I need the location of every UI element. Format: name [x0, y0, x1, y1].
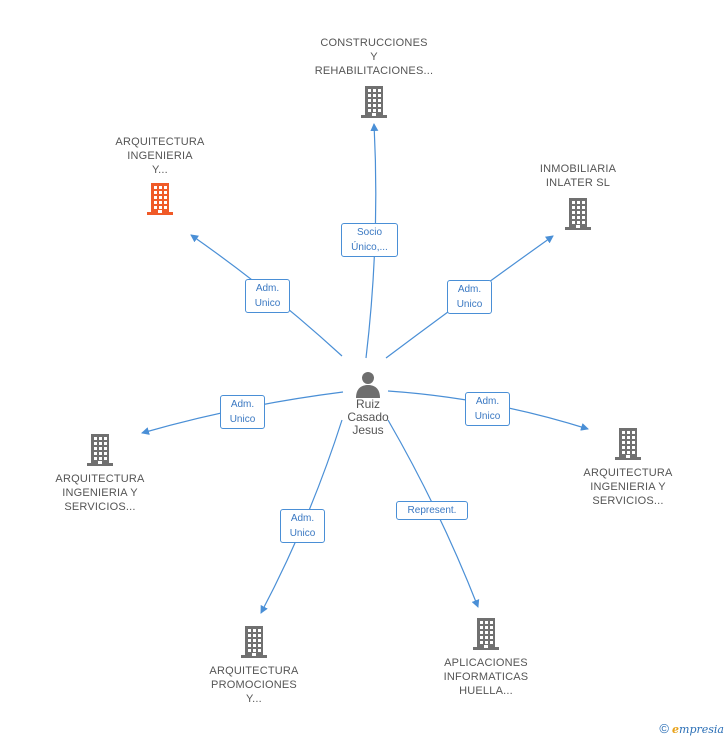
company-node-arquitectura-right[interactable]: ARQUITECTURA INGENIERIA Y SERVICIOS... — [558, 426, 698, 508]
relation-label-line: Unico — [254, 298, 281, 309]
relation-label-line: Adm. — [475, 396, 500, 407]
person-name-line: Casado — [347, 410, 389, 424]
company-name-line: INGENIERIA Y — [62, 487, 138, 499]
relation-label-line: Unico — [474, 411, 501, 422]
company-name-line: INMOBILIARIA — [539, 163, 617, 175]
relation-label-line: Adm. — [230, 399, 255, 410]
company-name-line: SERVICIOS... — [64, 501, 136, 513]
building-icon — [558, 426, 698, 460]
relation-label-arquitectura-left[interactable]: Adm. Unico — [220, 395, 265, 429]
building-icon — [304, 84, 444, 118]
relation-label-arquitectura-top[interactable]: Adm. Unico — [245, 279, 290, 313]
company-name-line: CONSTRUCCIONES — [320, 37, 428, 49]
company-name-line: ARQUITECTURA — [55, 473, 145, 485]
footer-brand[interactable]: © empresia — [659, 721, 724, 736]
company-name: APLICACIONES INFORMATICAS HUELLA... — [416, 656, 556, 698]
company-name-line: Y... — [152, 164, 168, 176]
person-name-line: Ruiz — [355, 397, 380, 411]
building-icon — [508, 196, 648, 230]
company-node-aplicaciones[interactable]: APLICACIONES INFORMATICAS HUELLA... — [416, 616, 556, 698]
relation-label-line: Unico — [456, 299, 483, 310]
company-name-line: ARQUITECTURA — [209, 665, 299, 677]
relation-label-line: Represent. — [407, 505, 457, 516]
relation-label-aplicaciones[interactable]: Represent. — [396, 501, 468, 520]
relation-label-arquitectura-right[interactable]: Adm. Unico — [465, 392, 510, 426]
company-name-line: Y... — [246, 693, 262, 705]
company-name-line: INLATER SL — [545, 177, 611, 189]
company-name-line: INGENIERIA Y — [590, 481, 666, 493]
company-name-line: SERVICIOS... — [592, 495, 664, 507]
company-name-line: REHABILITACIONES... — [314, 65, 434, 77]
relation-label-line: Adm. — [290, 513, 315, 524]
brand-logo: empresia — [672, 723, 724, 736]
company-name: ARQUITECTURA PROMOCIONES Y... — [184, 664, 324, 706]
relation-label-line: Adm. — [255, 283, 280, 294]
company-name: ARQUITECTURA INGENIERIA Y SERVICIOS... — [558, 466, 698, 508]
person-icon — [356, 372, 380, 398]
company-node-construcciones[interactable]: CONSTRUCCIONES Y REHABILITACIONES... — [304, 36, 444, 118]
building-icon — [30, 432, 170, 466]
company-name: INMOBILIARIA INLATER SL — [508, 162, 648, 190]
company-name-line: INFORMATICAS — [443, 671, 529, 683]
relation-label-arquitectura-bottom[interactable]: Adm. Unico — [280, 509, 325, 543]
person-name-line: Jesus — [352, 423, 384, 437]
company-name-line: ARQUITECTURA — [115, 136, 205, 148]
building-icon — [416, 616, 556, 650]
building-icon — [90, 181, 230, 215]
company-node-arquitectura-top[interactable]: ARQUITECTURA INGENIERIA Y... — [90, 135, 230, 215]
copyright-icon: © — [659, 721, 669, 736]
company-name: ARQUITECTURA INGENIERIA Y SERVICIOS... — [30, 472, 170, 514]
relation-label-line: Socio — [356, 227, 382, 238]
company-name-line: INGENIERIA — [127, 150, 193, 162]
company-name-line: Y — [370, 51, 378, 63]
company-node-arquitectura-bottom[interactable]: ARQUITECTURA PROMOCIONES Y... — [184, 624, 324, 706]
company-name: CONSTRUCCIONES Y REHABILITACIONES... — [304, 36, 444, 78]
building-icon — [184, 624, 324, 658]
relation-label-line: Unico — [289, 528, 316, 539]
relation-label-line: Adm. — [457, 284, 482, 295]
company-node-inmobiliaria[interactable]: INMOBILIARIA INLATER SL — [508, 162, 648, 230]
company-name-line: PROMOCIONES — [211, 679, 297, 691]
relation-label-inmobiliaria[interactable]: Adm. Unico — [447, 280, 492, 314]
company-name: ARQUITECTURA INGENIERIA Y... — [90, 135, 230, 177]
relation-label-line: Unico — [229, 414, 256, 425]
company-node-arquitectura-left[interactable]: ARQUITECTURA INGENIERIA Y SERVICIOS... — [30, 432, 170, 514]
company-name-line: HUELLA... — [459, 685, 513, 697]
company-name-line: ARQUITECTURA — [583, 467, 673, 479]
company-name-line: APLICACIONES — [444, 657, 528, 669]
relation-label-line: Único,... — [351, 242, 388, 253]
